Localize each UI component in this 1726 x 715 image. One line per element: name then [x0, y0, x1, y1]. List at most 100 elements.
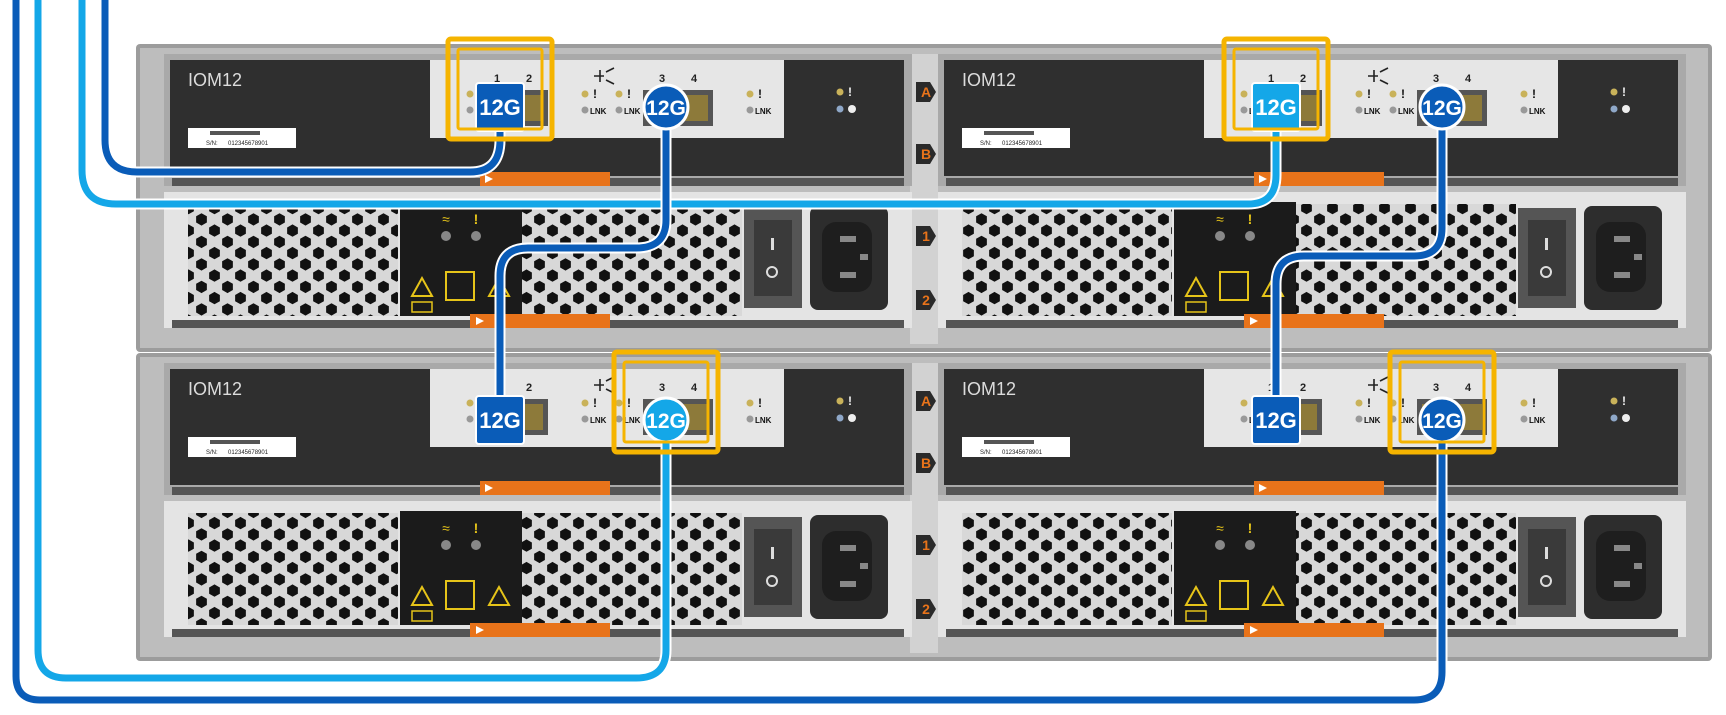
psu-module: ≈! — [164, 192, 912, 328]
sas-connector-round[interactable]: 12G — [1418, 83, 1466, 131]
ac-pin — [840, 545, 856, 551]
psu-latch[interactable] — [470, 314, 610, 328]
host-cable-b-bottom[interactable] — [34, 0, 670, 682]
psu-power-led — [1215, 540, 1225, 550]
locate-led — [1610, 105, 1618, 113]
network-icon — [1368, 67, 1389, 85]
iom-latch[interactable] — [480, 172, 610, 186]
connector-label: 12G — [1422, 97, 1462, 120]
psu-latch[interactable] — [1244, 314, 1384, 328]
ac-pin — [1614, 236, 1630, 242]
connector-body — [1418, 83, 1466, 131]
psu-latch[interactable] — [470, 623, 610, 637]
power-symbol: ≈ — [1216, 211, 1224, 227]
link-led — [1520, 415, 1528, 423]
status-led — [1240, 399, 1248, 407]
status-led — [1355, 399, 1363, 407]
bay-badge — [916, 144, 936, 164]
iom-latch[interactable] — [480, 481, 610, 495]
switch-icon[interactable] — [754, 529, 792, 605]
host-cable-a-top[interactable] — [101, 0, 504, 176]
status-led — [1355, 90, 1363, 98]
status-led — [1520, 90, 1528, 98]
lnk-label: LNK — [624, 416, 641, 425]
iom-module: IOM12S/N:0123456789011234!LNK!LNK!LNK!LN… — [164, 363, 912, 495]
attention-label: ! — [1367, 87, 1371, 101]
status-led — [746, 90, 754, 98]
link-led — [1355, 106, 1363, 114]
latch-arrow-icon — [485, 175, 493, 183]
link-led — [746, 415, 754, 423]
port-number: 4 — [1465, 382, 1472, 394]
locate-led — [836, 414, 844, 422]
switch-on-mark — [1545, 547, 1548, 559]
switch-icon[interactable] — [754, 220, 792, 296]
bay-badge-label: 1 — [922, 228, 930, 244]
connector-body — [475, 82, 525, 132]
link-led — [466, 415, 474, 423]
cables — [10, 0, 1448, 706]
iom-module: IOM12S/N:0123456789011234!LNK!LNK!LNK!LN… — [938, 54, 1686, 186]
switch-icon[interactable] — [1528, 529, 1566, 605]
iom-latch[interactable] — [1254, 172, 1384, 186]
sas-connector-round[interactable]: 12G — [642, 396, 690, 444]
module-attention-label: ! — [848, 85, 852, 99]
sas-connector-square[interactable]: 12G — [475, 82, 525, 132]
psu-label-panel — [1174, 511, 1296, 625]
lnk-label: LNK — [755, 416, 772, 425]
connector-label: 12G — [479, 408, 521, 433]
psu-fault-led — [471, 540, 481, 550]
latch-arrow-icon — [1259, 175, 1267, 183]
sas-connector-square[interactable]: 12G — [1251, 395, 1301, 445]
switch-on-mark — [771, 238, 774, 250]
psu-module: ≈! — [164, 501, 912, 637]
warning-triangle-icon — [1184, 275, 1208, 297]
network-icon — [1368, 376, 1389, 394]
sas-connector-square[interactable]: 12G — [1251, 82, 1301, 132]
power-symbol: ≈ — [442, 520, 450, 536]
shelf-cable-b[interactable] — [1272, 101, 1446, 424]
sas-connector-round[interactable]: 12G — [1418, 396, 1466, 444]
locate-icon — [1622, 105, 1630, 113]
shelf-cable-a[interactable] — [496, 101, 670, 424]
highlights — [445, 36, 1497, 455]
status-led — [1240, 90, 1248, 98]
fan-grille-right — [1296, 513, 1516, 625]
port-highlight-inner — [622, 360, 710, 444]
switch-on-mark — [1545, 238, 1548, 250]
connector-body — [1251, 82, 1301, 132]
port-highlight-inner — [1232, 47, 1320, 131]
sas-connector-round[interactable]: 12G — [642, 83, 690, 131]
psu-latch[interactable] — [1244, 623, 1384, 637]
port-highlight-inner — [1398, 360, 1486, 444]
warning-triangle-icon — [487, 584, 511, 606]
switch-icon[interactable] — [1528, 220, 1566, 296]
connector-label: 12G — [1255, 95, 1297, 120]
status-led — [581, 399, 589, 407]
warning-triangle-icon — [1261, 584, 1285, 606]
sas-connector-square[interactable]: 12G — [475, 395, 525, 445]
serial-number: 012345678901 — [228, 450, 269, 456]
bay-badge — [916, 290, 936, 310]
network-icon-path — [594, 376, 615, 394]
psu-power-led — [441, 231, 451, 241]
iom-module: IOM12S/N:0123456789011234!LNK!LNK!LNK!LN… — [164, 54, 912, 186]
host-cable-b-top[interactable] — [78, 0, 1280, 208]
status-led — [1389, 90, 1397, 98]
bay-badge-label: 2 — [922, 292, 930, 308]
module-fault-led — [836, 397, 844, 405]
power-symbol: ≈ — [442, 211, 450, 227]
bay-badge-label: 2 — [922, 601, 930, 617]
bay-badge — [916, 82, 936, 102]
bay-badge-label: B — [921, 146, 931, 162]
link-led — [581, 106, 589, 114]
port-highlight-outer — [611, 349, 721, 455]
network-icon — [594, 67, 615, 85]
switch-off-mark — [766, 575, 778, 587]
host-cable-a-bottom[interactable] — [12, 0, 1446, 704]
connector-label: 12G — [646, 410, 686, 433]
ac-pin — [840, 272, 856, 278]
latch-arrow-icon — [485, 484, 493, 492]
iom-latch[interactable] — [1254, 481, 1384, 495]
